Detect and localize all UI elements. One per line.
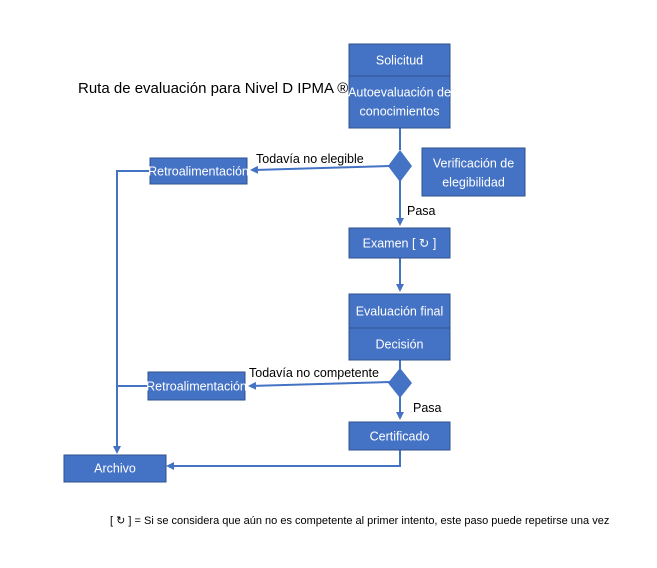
box-verificacion-line2: elegibilidad [442,175,505,189]
connectors [113,128,404,470]
box-retroalimentacion-1: Retroalimentación [148,157,249,185]
diagram-title: Ruta de evaluación para Nivel D IPMA ® [78,80,348,97]
edge-label-pasa-1: Pasa [407,204,436,218]
box-solicitud-label: Solicitud [376,53,423,67]
edge-label-pasa-2: Pasa [413,401,442,415]
box-autoevaluacion: Autoevaluación de conocimientos [348,75,451,129]
footnote: [ ↻ ] = Si se considera que aún no es co… [110,515,609,527]
box-decision-label: Decisión [376,337,424,351]
connector-decision2-to-retro2 [248,381,391,390]
edge-label-no-competente: Todavía no competente [249,366,379,380]
box-certificado: Certificado [348,421,451,451]
box-autoevaluacion-line2: conocimientos [360,104,440,118]
box-evaluacion-label: Evaluación final [356,304,444,318]
box-retroalimentacion-2: Retroalimentación [146,371,247,401]
box-decision: Decisión [348,327,451,361]
connector-retro1-to-archivo [113,170,150,454]
box-autoevaluacion-line1: Autoevaluación de [348,85,451,99]
box-evaluacion-final: Evaluación final [348,293,451,329]
box-verificacion: Verificación de elegibilidad [421,147,526,197]
edge-label-no-elegible: Todavía no elegible [256,152,364,166]
box-solicitud: Solicitud [348,43,451,77]
box-examen: Examen [ ↻ ] [348,227,451,259]
box-examen-label: Examen [ ↻ ] [363,236,437,250]
decision-diamond-competence [388,368,412,398]
box-retro2-label: Retroalimentación [146,379,247,393]
box-certificado-label: Certificado [370,429,430,443]
box-retro1-label: Retroalimentación [148,164,249,178]
decision-diamond-eligibility [388,150,412,182]
box-archivo-label: Archivo [94,461,136,475]
connector-decision1-to-retro1 [250,165,391,174]
box-archivo: Archivo [63,454,167,483]
box-verificacion-line1: Verificación de [433,156,514,170]
connector-certificado-to-archivo [166,450,401,470]
